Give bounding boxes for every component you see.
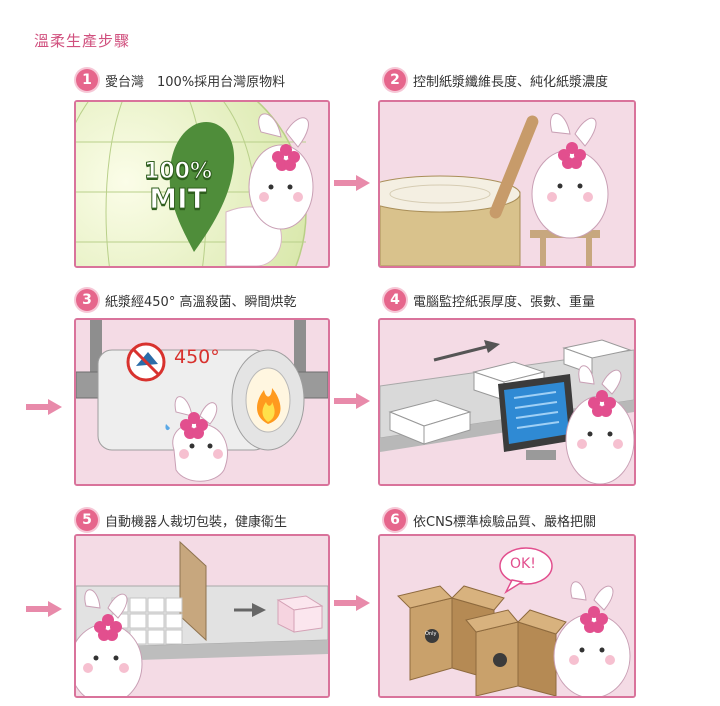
arrow-right-icon <box>334 595 370 611</box>
step-5-text: 自動機器人裁切包裝，健康衛生 <box>105 514 288 530</box>
mit-badge-top: 100% <box>144 159 213 184</box>
step-1-text: 愛台灣 100%採用台灣原物料 <box>105 74 286 90</box>
ok-speech-bubble: OK! <box>510 556 536 572</box>
step-number-badge: 1 <box>76 69 98 91</box>
computer-monitoring-illustration <box>380 320 634 484</box>
step-4-label: 4 電腦監控紙張厚度、張數、重量 <box>384 288 595 312</box>
step-6-text: 依CNS標準檢驗品質、嚴格把關 <box>413 514 597 530</box>
cutting-packaging-illustration <box>76 536 328 696</box>
arrow-right-icon <box>334 175 370 191</box>
step-5-label: 5 自動機器人裁切包裝，健康衛生 <box>76 508 287 532</box>
step-2-text: 控制紙漿纖維長度、純化紙漿濃度 <box>413 74 609 90</box>
step-3-label: 3 紙漿經450° 高溫殺菌、瞬間烘乾 <box>76 288 296 312</box>
step-5-panel <box>74 534 330 698</box>
temperature-label: 450° <box>174 346 220 368</box>
mit-badge-bottom: MIT <box>149 182 207 215</box>
step-number-badge: 4 <box>384 289 406 311</box>
mit-badge: 100% MIT <box>138 159 218 215</box>
step-number-badge: 5 <box>76 509 98 531</box>
arrow-right-icon <box>334 393 370 409</box>
step-number-badge: 3 <box>76 289 98 311</box>
page-title: 溫柔生產步驟 <box>34 32 131 50</box>
step-number-badge: 2 <box>384 69 406 91</box>
pulp-vat-illustration <box>380 102 634 266</box>
step-6-panel: OK! Only <box>378 534 636 698</box>
step-6-label: 6 依CNS標準檢驗品質、嚴格把關 <box>384 508 596 532</box>
globe-illustration <box>76 102 328 266</box>
step-4-text: 電腦監控紙張厚度、張數、重量 <box>413 294 596 310</box>
step-1-panel: 100% MIT <box>74 100 330 268</box>
step-2-label: 2 控制紙漿纖維長度、純化紙漿濃度 <box>384 68 608 92</box>
box-logo: Only <box>425 631 437 637</box>
arrow-right-icon <box>26 601 62 617</box>
arrow-right-icon <box>26 399 62 415</box>
step-number-badge: 6 <box>384 509 406 531</box>
step-3-panel: 450° <box>74 318 330 486</box>
quality-inspection-illustration <box>380 536 634 696</box>
step-3-text: 紙漿經450° 高溫殺菌、瞬間烘乾 <box>105 294 297 310</box>
drying-roller-illustration <box>76 320 328 484</box>
step-2-panel <box>378 100 636 268</box>
step-1-label: 1 愛台灣 100%採用台灣原物料 <box>76 68 285 92</box>
step-4-panel <box>378 318 636 486</box>
